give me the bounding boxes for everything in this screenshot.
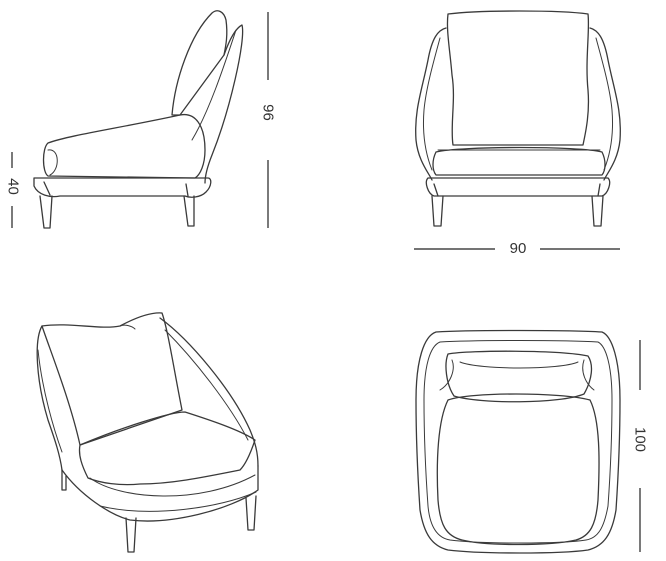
dimension-width: 90 bbox=[509, 240, 527, 257]
front-back-cushion bbox=[446, 10, 590, 146]
dimension-depth: 100 bbox=[631, 426, 649, 453]
perspective-leg-front bbox=[125, 517, 137, 553]
perspective-back-cushion bbox=[41, 312, 183, 446]
perspective-base bbox=[61, 465, 259, 522]
front-base bbox=[425, 177, 611, 197]
front-right-arm bbox=[589, 27, 621, 181]
perspective-leg-right bbox=[245, 495, 257, 531]
side-base bbox=[33, 177, 212, 198]
side-seat-cushion bbox=[42, 113, 206, 179]
top-back-cushion bbox=[445, 350, 593, 403]
side-leg-back bbox=[183, 195, 195, 227]
perspective-view bbox=[36, 312, 259, 553]
top-seat bbox=[436, 393, 600, 546]
perspective-seat-cushion bbox=[78, 411, 256, 486]
front-view bbox=[415, 10, 621, 227]
perspective-right-shell bbox=[159, 317, 259, 467]
side-leg-front bbox=[39, 195, 53, 229]
front-seat-cushion bbox=[432, 146, 606, 176]
front-leg-right bbox=[591, 195, 604, 227]
dimension-seat-height: 40 bbox=[4, 178, 22, 195]
side-backrest-shell bbox=[204, 24, 244, 184]
dimension-total-height: 96 bbox=[259, 104, 277, 121]
front-leg-left bbox=[431, 195, 444, 227]
front-left-arm bbox=[415, 27, 447, 181]
side-back-cushion bbox=[171, 10, 228, 116]
top-outer-frame bbox=[415, 329, 621, 554]
top-view bbox=[415, 329, 621, 554]
perspective-leg-left bbox=[61, 469, 67, 491]
perspective-left-shell bbox=[36, 325, 63, 471]
side-view bbox=[33, 10, 244, 229]
